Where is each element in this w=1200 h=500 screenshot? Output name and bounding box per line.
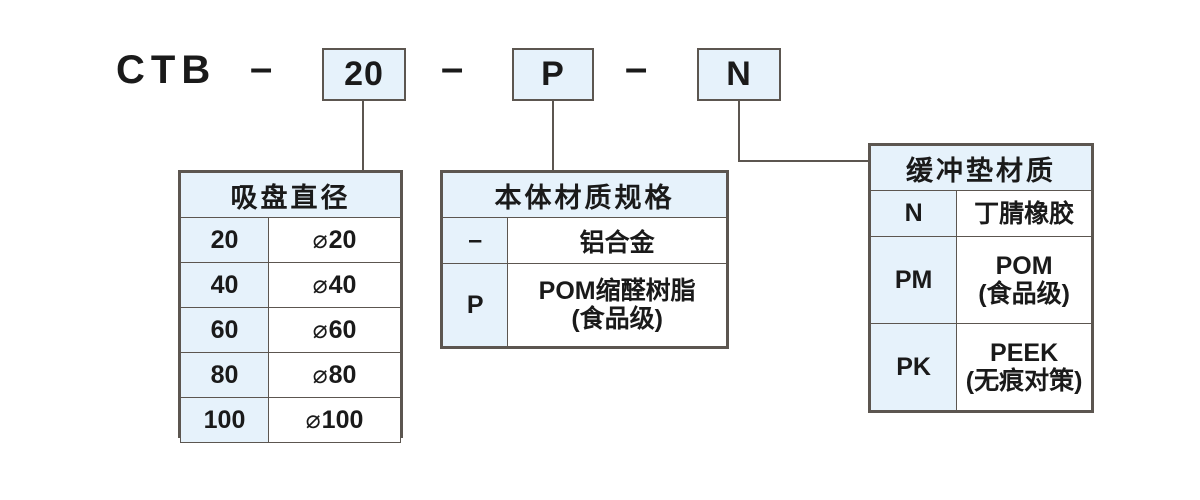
table-diameter-title: 吸盘直径	[180, 172, 401, 218]
code-separator-3: –	[625, 46, 648, 90]
connector-line-pad-material-vertical	[738, 100, 740, 162]
table-diameter: 吸盘直径 20 ⌀20 40 ⌀40 60 ⌀60 80 ⌀80	[178, 170, 403, 443]
diameter-symbol-icon: ⌀	[305, 406, 321, 434]
connector-line-pad-material-horizontal	[738, 160, 870, 162]
diameter-desc-80: ⌀80	[268, 352, 401, 398]
diameter-symbol-icon: ⌀	[312, 361, 328, 389]
table-row: – 铝合金	[441, 217, 727, 264]
table-row: P POM缩醛树脂 (食品级)	[441, 263, 727, 347]
diameter-code-20: 20	[180, 217, 269, 263]
code-separator-1: –	[250, 46, 273, 90]
diameter-code-60: 60	[180, 307, 269, 353]
table-row: 20 ⌀20	[180, 217, 401, 263]
table-diameter-header-row: 吸盘直径	[180, 172, 401, 218]
body-material-desc-aluminium: 铝合金	[507, 217, 727, 264]
connector-line-body-material	[552, 100, 554, 172]
table-row: 40 ⌀40	[180, 262, 401, 308]
pad-material-desc-peek-line2: (无痕对策)	[965, 367, 1083, 395]
connector-line-diameter	[362, 100, 364, 172]
diameter-desc-40: ⌀40	[268, 262, 401, 308]
diameter-code-100: 100	[180, 397, 269, 443]
diameter-value: 60	[328, 316, 357, 344]
diameter-code-40: 40	[180, 262, 269, 308]
diameter-value: 100	[321, 406, 364, 434]
body-material-desc-pom-line2: (食品级)	[571, 305, 663, 333]
diameter-code-80: 80	[180, 352, 269, 398]
table-pad-material-header-row: 缓冲垫材质	[870, 145, 1092, 191]
diameter-desc-20: ⌀20	[268, 217, 401, 263]
diameter-value: 40	[328, 271, 357, 299]
table-pad-material-title: 缓冲垫材质	[870, 145, 1092, 191]
diameter-symbol-icon: ⌀	[312, 226, 328, 254]
code-box-body-material[interactable]: P	[512, 48, 594, 101]
pad-material-code-n: N	[869, 190, 958, 237]
table-row: 100 ⌀100	[180, 397, 401, 443]
table-pad-material: 缓冲垫材质 N 丁腈橡胶 PM POM (食品级) PK	[868, 143, 1094, 413]
table-row: 60 ⌀60	[180, 307, 401, 353]
pad-material-desc-nbr: 丁腈橡胶	[956, 190, 1092, 237]
table-row: 80 ⌀80	[180, 352, 401, 398]
pad-material-desc-peek-line1: PEEK	[990, 339, 1059, 367]
table-body-material: 本体材质规格 – 铝合金 P POM缩醛树脂 (食品级)	[440, 170, 729, 349]
diameter-desc-60: ⌀60	[268, 307, 401, 353]
pad-material-code-pk: PK	[869, 323, 958, 411]
table-body-material-title: 本体材质规格	[442, 172, 727, 218]
pad-material-code-pm: PM	[869, 236, 958, 324]
pad-material-desc-pom-line1: POM	[995, 252, 1053, 280]
pad-material-desc-pom: POM (食品级)	[956, 236, 1092, 324]
diameter-value: 80	[328, 361, 357, 389]
code-separator-2: –	[441, 46, 464, 90]
body-material-desc-pom: POM缩醛树脂 (食品级)	[507, 263, 727, 347]
diameter-desc-100: ⌀100	[268, 397, 401, 443]
pad-material-desc-pom-line2: (食品级)	[978, 280, 1070, 308]
code-box-pad-material[interactable]: N	[697, 48, 781, 101]
diameter-symbol-icon: ⌀	[312, 271, 328, 299]
table-row: PK PEEK (无痕对策)	[869, 323, 1092, 411]
code-box-diameter[interactable]: 20	[322, 48, 406, 101]
body-material-desc-pom-line1: POM缩醛树脂	[538, 277, 696, 305]
table-row: PM POM (食品级)	[869, 236, 1092, 324]
table-body-material-header-row: 本体材质规格	[442, 172, 727, 218]
product-code-prefix: CTB	[116, 48, 217, 92]
diameter-value: 20	[328, 226, 357, 254]
diameter-symbol-icon: ⌀	[312, 316, 328, 344]
table-row: N 丁腈橡胶	[869, 190, 1092, 237]
body-material-code-p: P	[441, 263, 509, 347]
pad-material-desc-peek: PEEK (无痕对策)	[956, 323, 1092, 411]
body-material-code-dash: –	[441, 217, 509, 264]
